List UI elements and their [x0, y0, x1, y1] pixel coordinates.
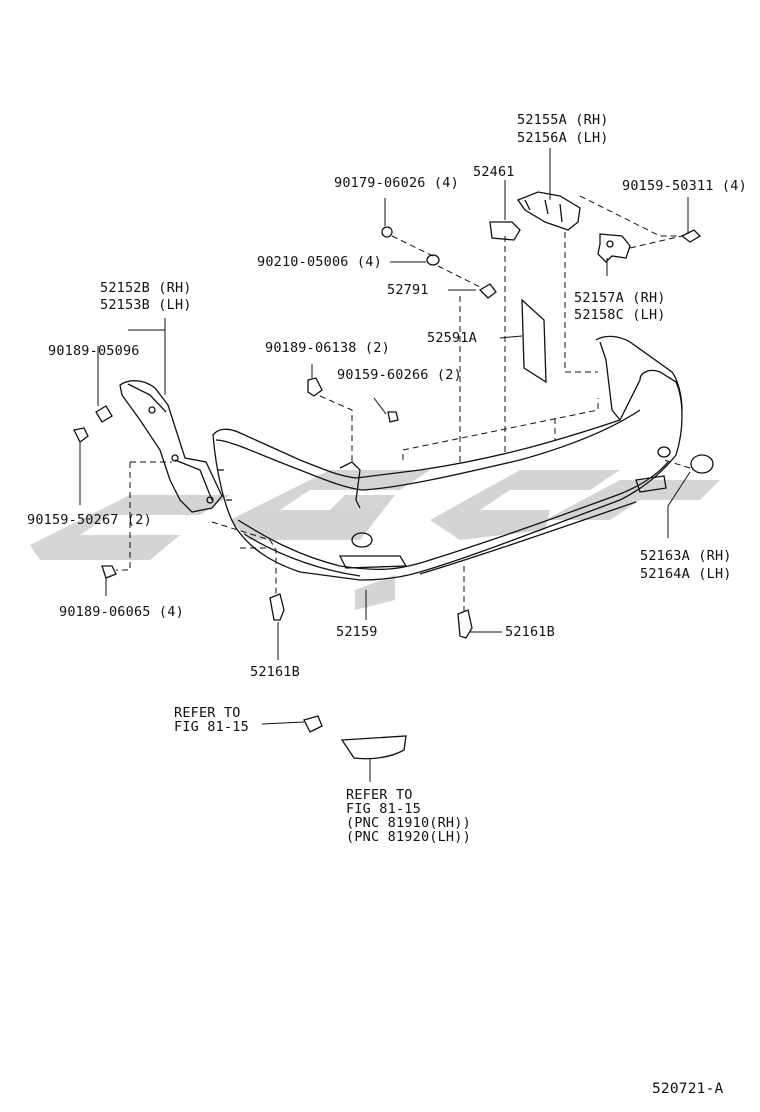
refer-note-1-line1: REFER TO: [174, 705, 241, 721]
label-52164a: 52164A (LH): [640, 566, 732, 582]
label-90179-06026: 90179-06026 (4): [334, 175, 459, 191]
label-52161b-right: 52161B: [505, 624, 555, 640]
label-90159-60266: 90159-60266 (2): [337, 367, 462, 383]
dashed-guide-lines: [116, 195, 691, 612]
label-90189-06065: 90189-06065 (4): [59, 604, 184, 620]
label-52156a: 52156A (LH): [517, 130, 609, 146]
label-52591a: 52591A: [427, 330, 477, 346]
label-52153b: 52153B (LH): [100, 297, 192, 313]
label-90159-50267: 90159-50267 (2): [27, 512, 152, 528]
refer-note-2-line3: (PNC 81910(RH)): [346, 815, 471, 831]
leader-lines: [79, 148, 691, 782]
label-52157a: 52157A (RH): [574, 290, 666, 306]
figure-code: 520721-A: [652, 1081, 724, 1097]
part-52591a-plate: [521, 298, 547, 384]
label-52158c: 52158C (LH): [574, 307, 666, 323]
refer-note-2-line4: (PNC 81920(LH)): [346, 829, 471, 845]
label-90189-06138: 90189-06138 (2): [265, 340, 390, 356]
watermark-logo: [30, 470, 720, 610]
refer-note-1-line2: FIG 81-15: [174, 719, 249, 735]
refer-note-2-line1: REFER TO: [346, 787, 413, 803]
bumper-cover: [212, 335, 683, 581]
refer-note-2-line2: FIG 81-15: [346, 801, 421, 817]
label-90189-05096: 90189-05096: [48, 343, 140, 359]
plug-52163a: [690, 454, 714, 474]
label-52155a: 52155A (RH): [517, 112, 609, 128]
label-90210-05006: 90210-05006 (4): [257, 254, 382, 270]
label-52461: 52461: [473, 164, 515, 180]
label-52159: 52159: [336, 624, 378, 640]
label-52152b: 52152B (RH): [100, 280, 192, 296]
label-52163a: 52163A (RH): [640, 548, 732, 564]
label-90159-50311: 90159-50311 (4): [622, 178, 747, 194]
upper-bracket-52155a: [516, 191, 581, 231]
side-bracket-left: [119, 380, 223, 513]
part-52157a-bracket: [597, 233, 631, 263]
label-52791: 52791: [387, 282, 429, 298]
label-52161b-left: 52161B: [250, 664, 300, 680]
part-52461-pad: [489, 221, 521, 241]
fasteners: [73, 226, 702, 760]
